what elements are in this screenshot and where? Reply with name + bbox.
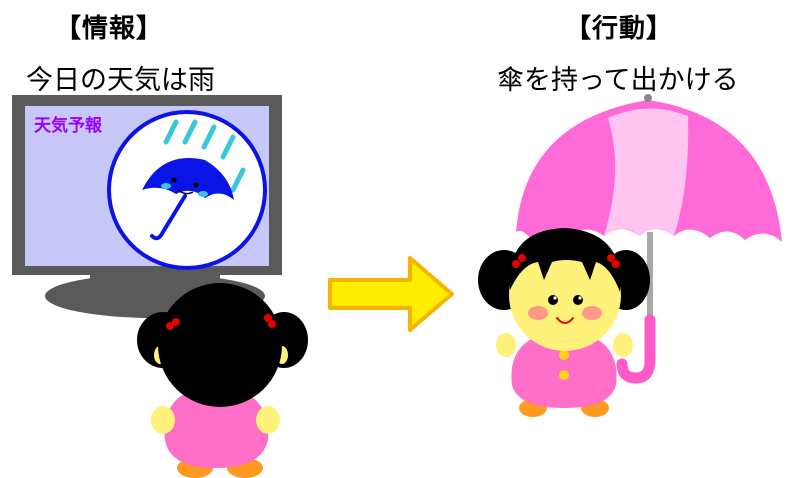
girl-back-view [137, 283, 308, 478]
tv-set: 天気予報 [12, 95, 282, 318]
rain-umbrella-icon [107, 110, 267, 270]
rain-drops [163, 119, 246, 193]
action-heading: 【行動】 [565, 14, 674, 44]
arrow-right-icon [328, 256, 454, 332]
info-heading: 【情報】 [55, 14, 164, 44]
info-caption: 今日の天気は雨 [26, 65, 215, 96]
girl-front-view [478, 228, 650, 417]
pink-umbrella [516, 94, 782, 384]
action-caption: 傘を持って出かける [497, 65, 739, 96]
tv-forecast-label: 天気予報 [34, 115, 103, 136]
